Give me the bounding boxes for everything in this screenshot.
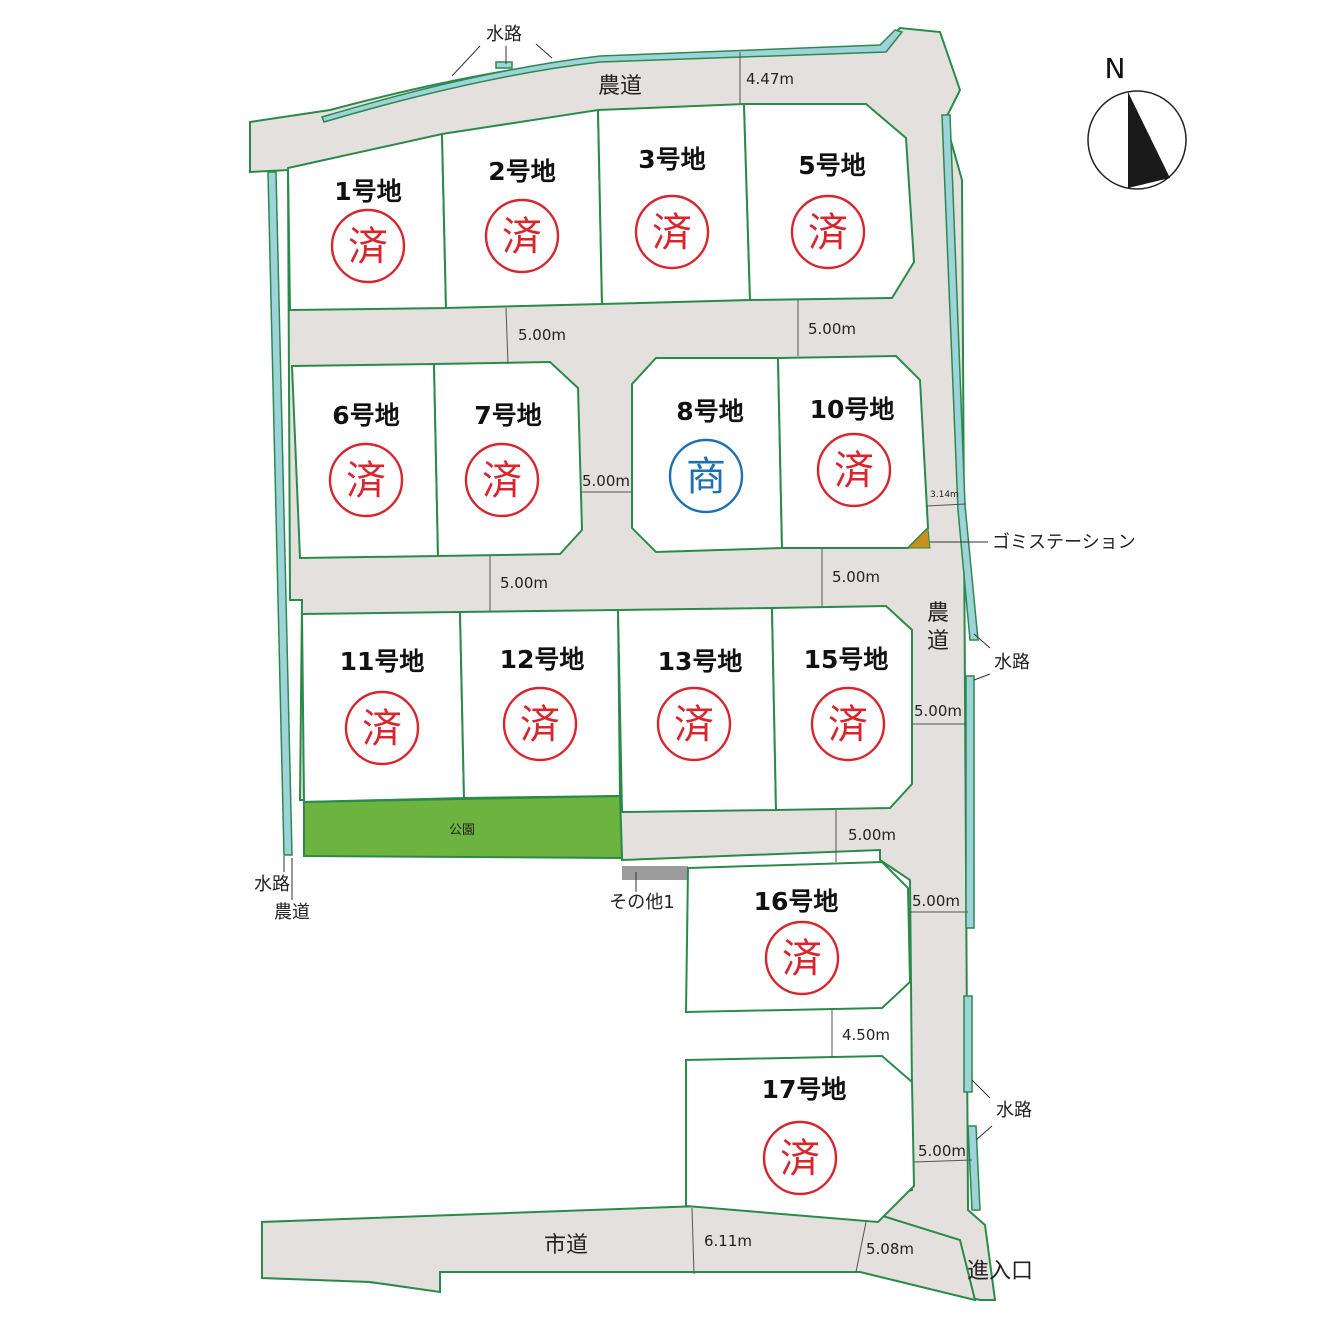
status-stamp-ring-15 — [810, 686, 886, 762]
dim-mid-between: 5.00m — [582, 472, 630, 490]
lot-label-13: 13号地 — [658, 647, 743, 676]
road-label-city: 市道 — [544, 1233, 588, 1258]
waterway-right-a — [941, 114, 979, 641]
waterway-right-d — [967, 1125, 981, 1211]
lot-label-2: 2号地 — [488, 157, 555, 186]
other-1-label: その他1 — [609, 892, 674, 913]
status-stamp-ring-7 — [464, 442, 540, 518]
lot-17[interactable] — [685, 1054, 916, 1224]
lot-3[interactable] — [596, 102, 752, 306]
waterway-label-right-lower: 水路 — [996, 1100, 1032, 1121]
status-stamp-ring-6 — [328, 442, 404, 518]
status-stamp-7: 済 — [482, 458, 522, 504]
other-1 — [622, 866, 688, 880]
lot-label-10: 10号地 — [810, 395, 895, 424]
north-compass: N — [1087, 52, 1187, 190]
lot-label-11: 11号地 — [340, 647, 425, 676]
status-stamp-17: 済 — [780, 1136, 820, 1182]
status-stamp-ring-17 — [762, 1120, 838, 1196]
waterway-top — [320, 29, 904, 123]
dim-right-upper: 5.00m — [914, 702, 962, 720]
park-label: 公園 — [449, 823, 475, 838]
status-stamp-11: 済 — [362, 706, 402, 752]
road-label-farm-left: 農道 — [274, 902, 310, 923]
lot-7[interactable] — [432, 360, 584, 558]
lot-label-12: 12号地 — [500, 645, 585, 674]
waterway-label-left: 水路 — [254, 874, 290, 895]
north-arrow-icon — [1128, 92, 1170, 188]
status-stamp-ring-1 — [330, 208, 406, 284]
dim-top-road: 4.47m — [746, 70, 794, 88]
dim-row2-left: 5.00m — [500, 574, 548, 592]
lot-label-1: 1号地 — [334, 177, 401, 206]
lot-15[interactable] — [770, 604, 913, 812]
status-stamp-12: 済 — [520, 702, 560, 748]
status-stamp-ring-12 — [502, 686, 578, 762]
status-stamp-6: 済 — [346, 458, 386, 504]
lot-16[interactable] — [684, 860, 912, 1014]
dim-city-b: 5.08m — [866, 1240, 914, 1258]
road-label-farm-right-2: 道 — [927, 629, 949, 654]
status-stamp-15: 済 — [828, 702, 868, 748]
dim-row2-right: 5.00m — [832, 568, 880, 586]
garbage-station-label: ゴミステーション — [992, 532, 1136, 553]
status-stamp-16: 済 — [782, 936, 822, 982]
park — [303, 794, 624, 860]
dim-right-lower: 5.00m — [918, 1142, 966, 1160]
status-stamp-ring-3 — [634, 194, 710, 270]
waterway-label-top: 水路 — [486, 24, 522, 45]
road-label-farm-top: 農道 — [598, 74, 642, 99]
dim-lower-road: 5.00m — [848, 826, 896, 844]
status-stamp-2: 済 — [502, 214, 542, 260]
dim-city-a: 6.11m — [704, 1232, 752, 1250]
status-stamp-5: 済 — [808, 210, 848, 256]
lot-label-8: 8号地 — [676, 397, 743, 426]
waterway-top-box — [495, 61, 513, 69]
status-stamp-13: 済 — [674, 702, 714, 748]
status-stamp-ring-2 — [484, 198, 560, 274]
status-stamp-1: 済 — [348, 224, 388, 270]
lot-labels: 1号地済2号地済3号地済5号地済6号地済7号地済8号地商10号地済11号地済12… — [328, 145, 895, 1196]
status-stamp-10: 済 — [834, 448, 874, 494]
status-stamp-ring-5 — [790, 194, 866, 270]
waterway-right-b — [965, 675, 975, 929]
waterway-right-c — [963, 995, 973, 1093]
dim-right-mid: 5.00m — [912, 892, 960, 910]
lot-label-16: 16号地 — [754, 887, 839, 916]
status-stamp-8: 商 — [686, 454, 726, 500]
waterway-label-right-upper: 水路 — [994, 652, 1030, 673]
dim-corner-small: 3.14m — [930, 490, 959, 500]
road-label-farm-right-1: 農 — [927, 601, 949, 626]
status-stamp-ring-11 — [344, 690, 420, 766]
lot-2[interactable] — [440, 108, 604, 310]
lot-5[interactable] — [742, 103, 916, 302]
lot-label-6: 6号地 — [332, 401, 399, 430]
lot-label-7: 7号地 — [474, 401, 541, 430]
entrance-label: 進入口 — [967, 1259, 1033, 1284]
dim-between-16-17: 4.50m — [842, 1026, 890, 1044]
status-stamp-ring-13 — [656, 686, 732, 762]
dim-row1-left: 5.00m — [518, 326, 566, 344]
lot-label-15: 15号地 — [804, 645, 889, 674]
waterway-left — [267, 171, 293, 856]
garbage-station — [906, 526, 931, 549]
status-stamp-ring-8 — [668, 438, 744, 514]
lot-label-17: 17号地 — [762, 1075, 847, 1104]
lot-label-5: 5号地 — [798, 151, 865, 180]
dim-row1-right: 5.00m — [808, 320, 856, 338]
status-stamp-3: 済 — [652, 210, 692, 256]
status-stamp-ring-16 — [764, 920, 840, 996]
lot-label-3: 3号地 — [638, 145, 705, 174]
compass-label: N — [1105, 52, 1126, 85]
status-stamp-ring-10 — [816, 432, 892, 508]
